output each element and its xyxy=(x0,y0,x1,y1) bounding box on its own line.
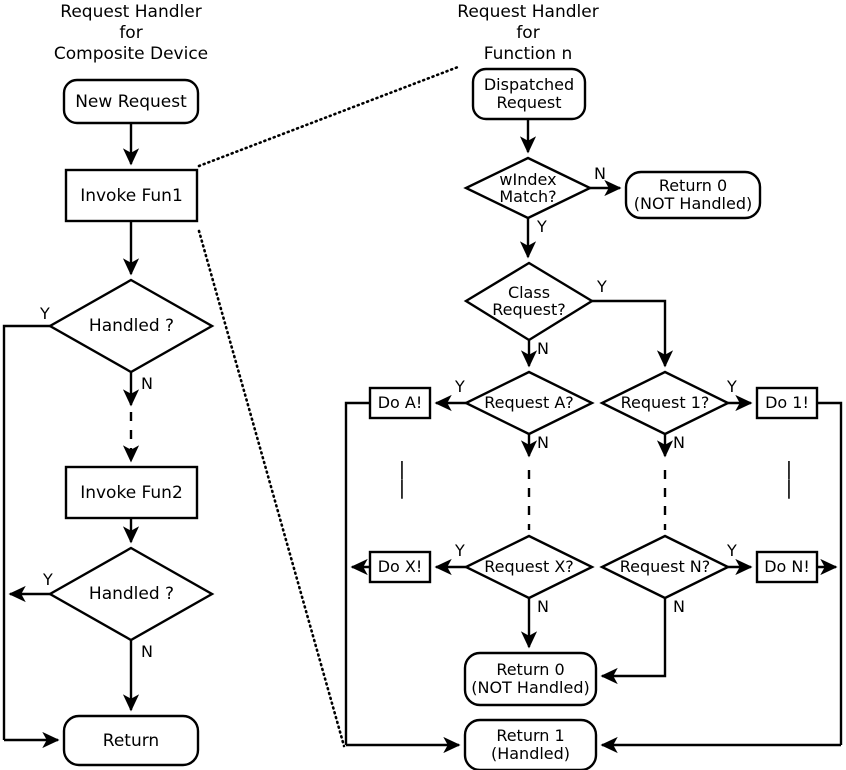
shape-class-request xyxy=(463,261,595,342)
node-handled-2[interactable]: Handled ? xyxy=(88,584,175,604)
ellipsis-right-column: | | xyxy=(785,458,793,499)
shape-return1 xyxy=(463,718,598,770)
shape-dispatched-request xyxy=(471,67,587,121)
shape-new-request xyxy=(62,78,200,125)
shape-invoke-fun2 xyxy=(64,465,199,520)
node-dispatched-request[interactable]: Dispatched Request xyxy=(483,75,575,112)
node-return1[interactable]: Return 1 (Handled) xyxy=(490,726,571,763)
edge-label-windex-yes: Y xyxy=(537,217,547,236)
expansion-connector-top xyxy=(197,65,460,168)
node-invoke-fun2[interactable]: Invoke Fun2 xyxy=(80,482,183,503)
edge-do-1-rail xyxy=(817,401,843,745)
node-do-n[interactable]: Do N! xyxy=(764,557,810,576)
edge-label-handled2-no: N xyxy=(141,642,153,661)
edge-label-request-x-yes: Y xyxy=(455,541,465,560)
edge-do-a-rail xyxy=(344,401,370,745)
shape-return0-bottom xyxy=(463,651,598,707)
shape-do-a xyxy=(368,386,432,420)
node-do-a[interactable]: Do A! xyxy=(377,393,423,412)
shape-request-1 xyxy=(599,370,731,436)
edge-label-class-yes: Y xyxy=(597,277,607,296)
edge-label-request-1-no: N xyxy=(673,433,685,452)
node-windex-match[interactable]: wIndex Match? xyxy=(499,170,557,206)
shape-return-left xyxy=(62,714,200,767)
node-return0-top[interactable]: Return 0 (NOT Handled) xyxy=(633,176,753,213)
shape-handled-2 xyxy=(47,546,215,642)
edge-handled1-yes-rail xyxy=(2,324,50,740)
node-do-1[interactable]: Do 1! xyxy=(765,393,809,412)
edge-label-request-n-no: N xyxy=(673,597,685,616)
edge-request-n-no xyxy=(600,598,667,685)
node-request-x[interactable]: Request X? xyxy=(484,557,574,576)
shape-windex-match xyxy=(463,156,593,220)
shape-handled-1 xyxy=(47,278,215,374)
shape-do-n xyxy=(755,550,819,584)
node-do-x[interactable]: Do X! xyxy=(377,557,423,576)
edge-label-request-a-no: N xyxy=(537,433,549,452)
node-request-a[interactable]: Request A? xyxy=(484,393,574,412)
node-return0-bottom[interactable]: Return 0 (NOT Handled) xyxy=(471,660,590,697)
ellipsis-left-column: | | xyxy=(398,458,406,499)
node-return-left[interactable]: Return xyxy=(102,730,160,751)
edge-label-class-no: N xyxy=(537,339,549,358)
edge-label-request-x-no: N xyxy=(537,597,549,616)
node-class-request[interactable]: Class Request? xyxy=(492,283,566,319)
edge-label-handled1-yes: Y xyxy=(40,304,50,323)
edge-label-windex-no: N xyxy=(594,164,606,183)
node-request-1[interactable]: Request 1? xyxy=(620,393,710,412)
shape-request-a xyxy=(463,370,595,436)
right-column-title: Request Handler for Function n xyxy=(457,2,599,64)
node-invoke-fun1[interactable]: Invoke Fun1 xyxy=(80,185,183,206)
edge-class-yes xyxy=(592,299,674,368)
node-handled-1[interactable]: Handled ? xyxy=(88,316,175,336)
shape-invoke-fun1 xyxy=(64,168,199,223)
shape-request-x xyxy=(463,534,595,600)
edge-label-handled2-yes: Y xyxy=(43,570,53,589)
expansion-connector-bottom xyxy=(197,229,346,748)
edge-label-handled1-no: N xyxy=(141,374,153,393)
shape-request-n xyxy=(599,534,731,600)
edge-label-request-n-yes: Y xyxy=(727,541,737,560)
shape-do-x xyxy=(368,550,432,584)
left-column-title: Request Handler for Composite Device xyxy=(53,2,209,64)
edge-label-request-1-yes: Y xyxy=(727,377,737,396)
node-request-n[interactable]: Request N? xyxy=(619,557,711,576)
node-new-request[interactable]: New Request xyxy=(75,91,187,112)
shape-return0-top xyxy=(624,170,762,220)
shape-do-1 xyxy=(755,386,819,420)
edge-label-request-a-yes: Y xyxy=(455,377,465,396)
